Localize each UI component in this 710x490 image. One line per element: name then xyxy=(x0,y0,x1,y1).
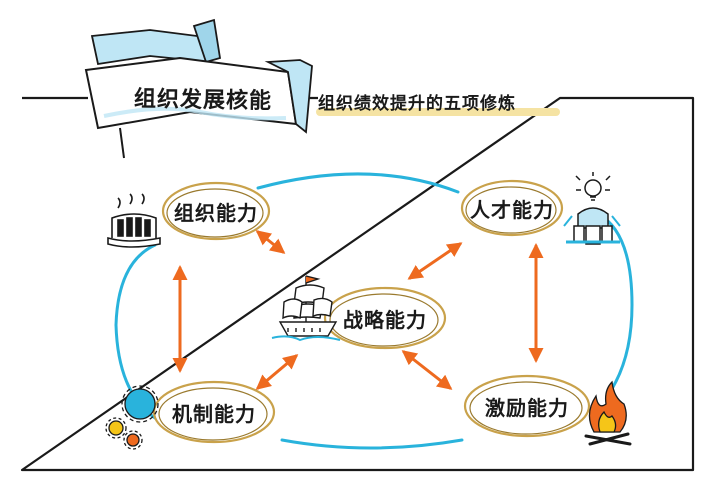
node-mechanism-label: 机制能力 xyxy=(172,401,256,426)
arrow-talent-strategy xyxy=(407,242,463,280)
sailing-ship-icon xyxy=(271,275,341,342)
arrow-incentive-strategy xyxy=(401,350,453,390)
title-banner xyxy=(84,18,313,159)
building-icon xyxy=(107,193,161,248)
cycle-ring xyxy=(114,172,634,450)
node-organization-label: 组织能力 xyxy=(174,200,258,225)
node-ellipses xyxy=(152,179,591,444)
node-talent-label: 人才能力 xyxy=(470,197,554,222)
campfire-icon xyxy=(584,380,632,446)
arrow-org-strategy xyxy=(255,230,286,254)
connection-arrows xyxy=(172,230,544,390)
node-incentive-label: 激励能力 xyxy=(485,395,569,420)
diagram-title: 组织发展核能 xyxy=(133,86,273,115)
node-strategy-label: 战略能力 xyxy=(343,307,427,332)
gears-icon xyxy=(105,385,159,450)
arrow-mechanism-strategy xyxy=(255,354,299,390)
lightbulb-person-icon xyxy=(563,172,621,245)
diagram-subtitle: 组织绩效提升的五项修炼 xyxy=(318,94,516,114)
